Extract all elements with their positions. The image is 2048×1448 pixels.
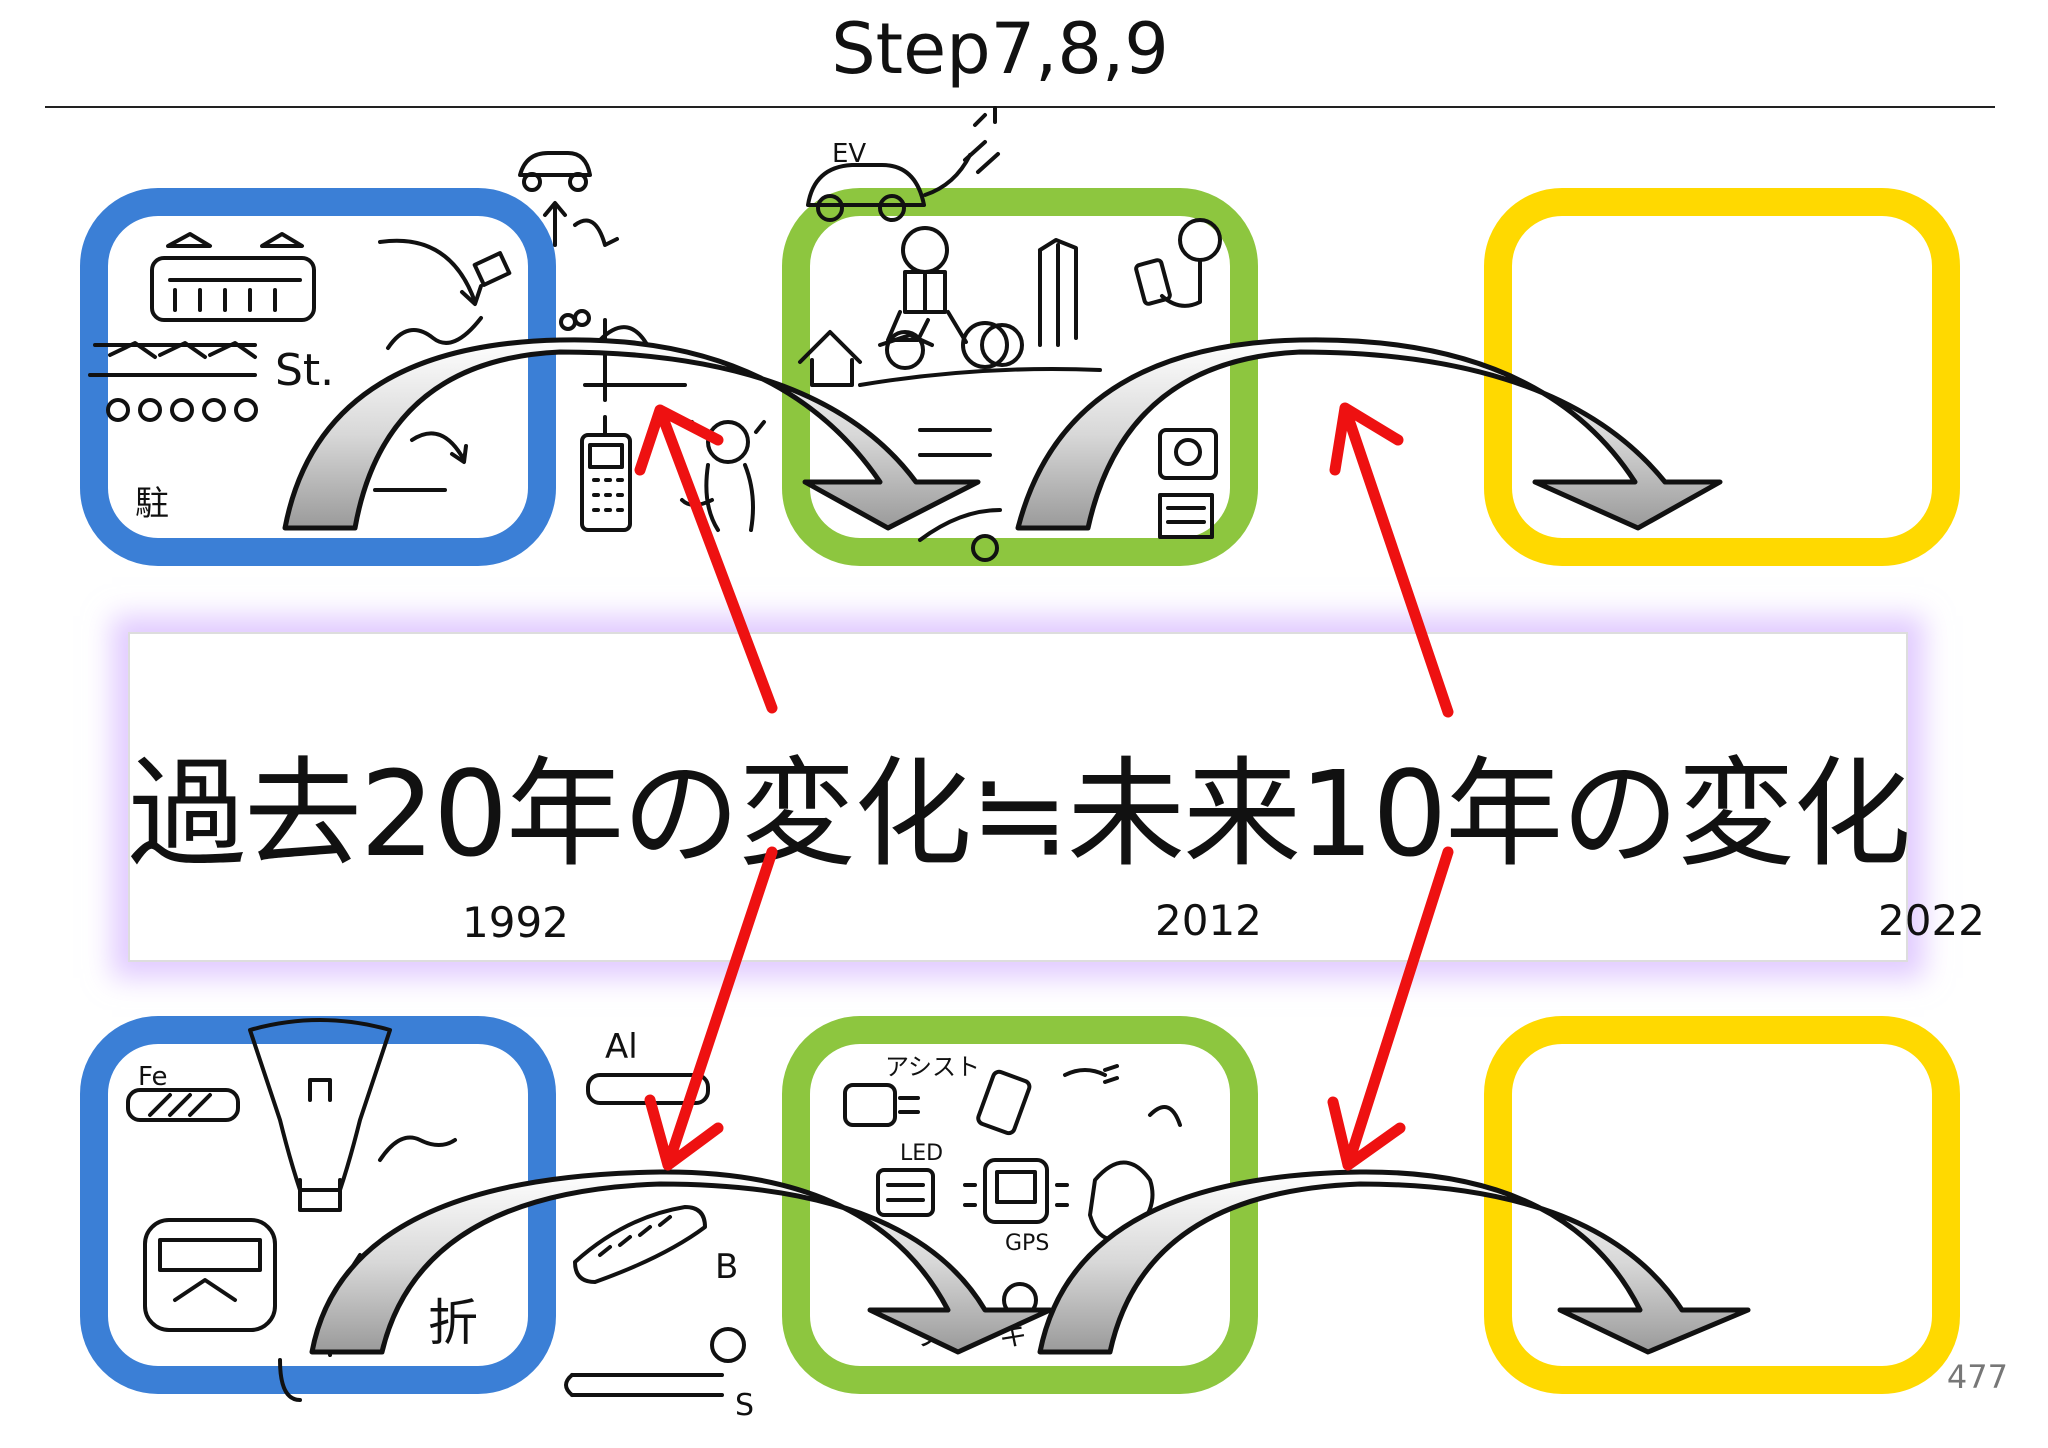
assist-label: アシスト [885,1053,980,1081]
red-arrow-left-upper [634,404,778,714]
shaft-sketch [564,1327,746,1397]
page-number: 477 [1946,1358,2008,1396]
light-bulb-sketch [248,1018,457,1212]
headline-text: 過去20年の変化≒未来10年の変化 [128,745,1911,883]
train-sketch [150,232,316,322]
red-arrow-right-upper [1329,402,1454,718]
arc-arrow-top-2012-2022 [1015,337,1723,531]
slide-title: Step7,8,9 [831,8,1169,90]
headline-banner [128,632,1908,962]
sulfur-label: S [735,1388,754,1423]
gps-label: GPS [1005,1231,1049,1256]
year-2022: 2022 [1878,896,1985,945]
red-arrow-left-lower [644,846,778,1171]
house-road-sketch [798,323,1218,562]
gps-device-sketch [963,1158,1069,1224]
arc-arrow-bottom-1992-2012 [309,1169,1053,1355]
move-arrows-sketch [373,238,512,492]
frame-2022-materials [1484,1016,1960,1394]
ev-car-sketch [806,106,1000,222]
aluminum-label: Al [605,1027,638,1067]
arc-arrow-bottom-2012-2022 [1037,1169,1751,1355]
arc-arrow-top-1992-2012 [282,337,981,531]
boron-fiber-sketch [573,1205,707,1284]
parked-cars-sketch [88,341,258,422]
battery-plug-sketch [976,1064,1119,1136]
led-lamp-sketch [876,1168,935,1217]
station-jp-label: 駐 [135,484,169,524]
station-en-label: St. [275,345,334,396]
meter-sketch [143,1218,302,1402]
red-arrow-right-lower [1327,846,1454,1171]
small-car-sketch [518,151,619,247]
year-1992: 1992 [462,898,569,947]
fold-label: 折 [428,1294,478,1352]
red-correspondence-arrows [634,402,1454,1171]
iron-label: Fe [138,1062,168,1092]
ev-label: EV [832,139,866,169]
iron-bar-sketch [126,1088,240,1122]
motor-sketch [843,1083,920,1127]
mobile-phone-sketch [580,415,632,532]
title-rule [45,106,1995,108]
led-label: LED [900,1141,943,1166]
frame-2012-mobility [782,188,1258,566]
boron-label: B [715,1247,738,1287]
businessman-sketch [886,226,1009,369]
year-2012: 2012 [1155,896,1262,945]
office-tower-sketch [1038,238,1078,347]
smartphone-user-sketch [1134,218,1222,308]
